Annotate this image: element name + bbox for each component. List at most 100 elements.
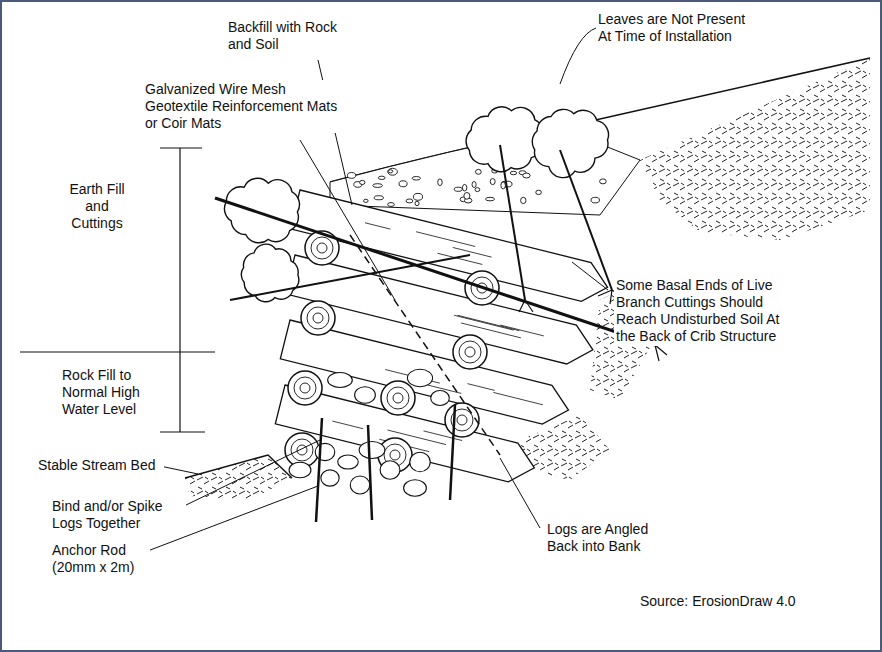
rock (289, 462, 311, 478)
gravel (521, 197, 526, 203)
wood-grain (453, 247, 492, 257)
anchor-rod-label: Anchor Rod (20mm x 2m) (50, 541, 150, 577)
gravel (464, 192, 470, 199)
live-trees (224, 107, 608, 302)
stream-bed-label: Stable Stream Bed (36, 456, 164, 475)
gravel (591, 197, 599, 203)
gravel (600, 179, 607, 184)
tree-canopy (224, 178, 299, 242)
dimension-tick (160, 147, 202, 148)
undisturbed-soil (520, 415, 610, 480)
cuttings-label: Some Basal Ends of Live Branch Cuttings … (614, 276, 794, 346)
branch-cutting (215, 198, 655, 345)
dimension-lines (20, 148, 215, 432)
gravel (413, 193, 422, 200)
water-level-line (20, 351, 215, 352)
undisturbed-soil (640, 58, 870, 240)
backfill-label: Backfill with Rock and Soil (226, 18, 342, 54)
gravel (378, 176, 385, 179)
wood-grain (454, 315, 513, 330)
log-end (311, 237, 333, 259)
rock (410, 452, 430, 471)
log-end (288, 371, 322, 405)
gravel (374, 196, 383, 200)
stream-bed-line (185, 455, 292, 478)
rock (359, 441, 385, 458)
live-branch-cuttings (215, 145, 667, 361)
gravel (536, 190, 542, 194)
log-end (453, 335, 487, 369)
logs-angle-label: Logs are Angled Back into Bank (545, 520, 673, 556)
leader-line (300, 140, 395, 300)
log-end (381, 381, 415, 415)
tree-canopy (532, 109, 608, 177)
log-end (387, 387, 409, 409)
rock (431, 391, 450, 406)
gravel (412, 177, 420, 181)
wood-grain (365, 223, 390, 229)
branch-cutting (230, 255, 470, 300)
leader-line (184, 440, 320, 506)
anchor-rod (450, 405, 455, 500)
source-label: Source: ErosionDraw 4.0 (638, 592, 852, 611)
dimension-line (179, 148, 180, 432)
gravel (388, 170, 392, 173)
log-end (390, 450, 400, 460)
gravel (388, 168, 398, 175)
gravel (501, 182, 506, 189)
rock (315, 443, 335, 460)
gravel (523, 173, 530, 178)
anchor-rod (368, 425, 372, 520)
rock-fill-label: Rock Fill to Normal High Water Level (60, 366, 168, 419)
log-end (317, 243, 327, 253)
leader-line (572, 262, 608, 290)
log-end (313, 313, 323, 323)
rock (380, 461, 400, 479)
leader-line (160, 466, 198, 474)
gravel (360, 180, 365, 184)
log-end (445, 403, 479, 437)
gravel (490, 179, 495, 185)
log-ends (285, 231, 499, 472)
gravel (347, 173, 355, 179)
branch-cutting (560, 150, 612, 290)
rock (338, 455, 359, 469)
log-end (301, 301, 335, 335)
gravel (485, 197, 494, 201)
leaves-label: Leaves are Not Present At Time of Instal… (596, 10, 760, 46)
gravel (472, 182, 476, 188)
rock (328, 372, 353, 387)
wood-grain (332, 421, 363, 429)
anchor-rod (316, 418, 322, 522)
leader-line (500, 458, 540, 528)
gravel (373, 184, 383, 188)
gravel (364, 199, 368, 202)
log-end (307, 307, 329, 329)
log-end (393, 393, 403, 403)
log-end (300, 383, 310, 393)
branch-cutting (500, 145, 525, 300)
rock (407, 369, 432, 386)
gravel (475, 188, 480, 192)
dimension-tick (160, 431, 205, 432)
gravel (415, 201, 419, 205)
wood-grain (458, 315, 520, 330)
gravel (510, 171, 516, 174)
leader-line (560, 28, 596, 84)
spike-label: Bind and/or Spike Logs Together (50, 497, 186, 533)
log-end (305, 231, 339, 265)
log-end (294, 377, 316, 399)
rock (321, 470, 339, 486)
rock (350, 476, 369, 494)
gravel (462, 184, 466, 191)
gravel (388, 203, 395, 207)
gravel (399, 181, 407, 187)
gravel (454, 187, 462, 191)
log-end (291, 439, 313, 461)
earth-fill-label: Earth Fill and Cuttings (58, 180, 136, 233)
log-end (459, 341, 481, 363)
mesh-label: Galvanized Wire Mesh Geotextile Reinforc… (143, 80, 343, 133)
rock (355, 387, 376, 404)
